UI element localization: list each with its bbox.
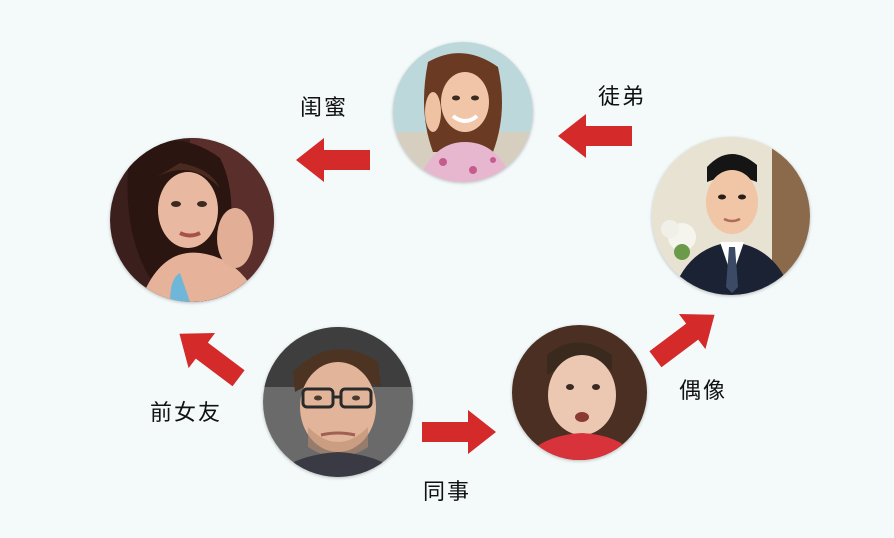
portrait-man-suit bbox=[652, 137, 810, 295]
arrow-colleague bbox=[422, 410, 496, 454]
portrait-man-glasses bbox=[263, 327, 413, 477]
arrow-up-left-icon bbox=[179, 333, 245, 387]
man-glasses-image bbox=[263, 327, 413, 477]
label-colleague: 同事 bbox=[423, 480, 472, 505]
arrow-up-right-icon bbox=[649, 314, 715, 368]
arrow-right-icon bbox=[422, 410, 496, 454]
arrow-apprentice bbox=[558, 114, 632, 158]
label-best-friend: 闺蜜 bbox=[300, 96, 349, 121]
portrait-woman-smiling bbox=[393, 42, 533, 182]
arrow-left-icon bbox=[558, 114, 632, 158]
label-ex-girlfriend: 前女友 bbox=[150, 401, 223, 426]
arrow-ex-girlfriend bbox=[172, 325, 246, 387]
portrait-young-man bbox=[512, 325, 647, 460]
arrow-idol bbox=[648, 306, 722, 368]
arrow-best-friend bbox=[296, 138, 370, 182]
man-suit-image bbox=[652, 137, 810, 295]
arrow-left-icon bbox=[296, 138, 370, 182]
label-apprentice: 徒弟 bbox=[598, 85, 647, 110]
label-idol: 偶像 bbox=[679, 379, 728, 404]
portrait-woman-dark-hair bbox=[110, 138, 274, 302]
young-man-image bbox=[512, 325, 647, 460]
woman-smiling-image bbox=[393, 42, 533, 182]
woman-dark-hair-image bbox=[110, 138, 274, 302]
